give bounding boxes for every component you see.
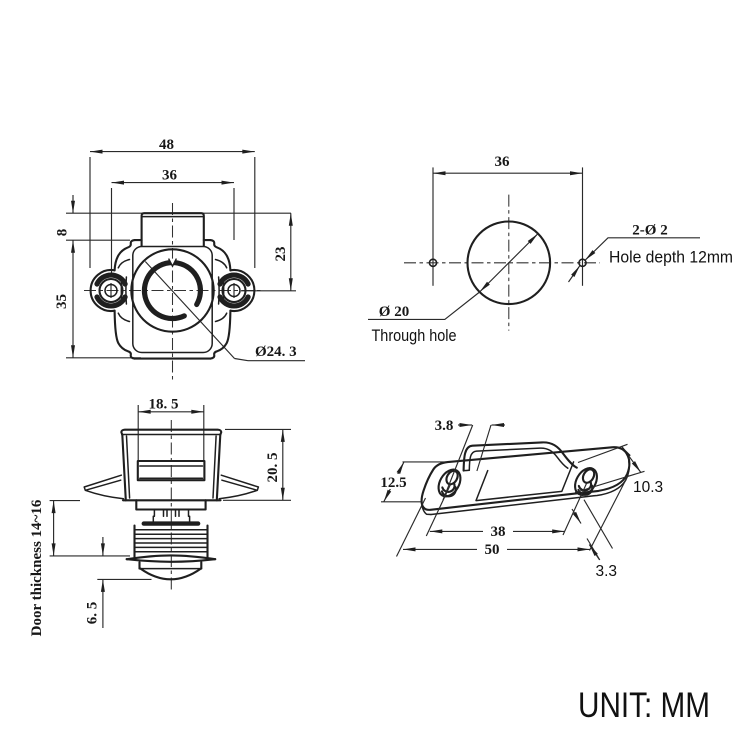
svg-text:20. 5: 20. 5: [265, 453, 281, 483]
svg-text:3.3: 3.3: [596, 563, 618, 580]
svg-text:10.3: 10.3: [633, 479, 663, 496]
svg-text:35: 35: [54, 294, 70, 309]
svg-text:23: 23: [273, 247, 289, 262]
svg-text:18. 5: 18. 5: [149, 397, 179, 413]
svg-text:50: 50: [485, 542, 500, 558]
svg-text:Through hole: Through hole: [372, 327, 457, 345]
svg-text:8: 8: [55, 229, 71, 237]
svg-text:Door thickness 14~16: Door thickness 14~16: [29, 499, 45, 636]
svg-text:3.8: 3.8: [435, 418, 454, 434]
svg-text:48: 48: [159, 137, 174, 153]
svg-text:36: 36: [495, 154, 511, 170]
svg-text:36: 36: [162, 168, 178, 184]
svg-text:12.5: 12.5: [380, 475, 406, 491]
svg-text:UNIT: MM: UNIT: MM: [578, 686, 710, 725]
svg-text:Hole depth 12mm: Hole depth 12mm: [609, 249, 733, 267]
svg-text:6. 5: 6. 5: [85, 602, 101, 625]
svg-text:38: 38: [491, 524, 506, 540]
svg-text:Ø24. 3: Ø24. 3: [255, 344, 297, 360]
svg-text:Ø 20: Ø 20: [379, 304, 409, 320]
svg-text:2-Ø 2: 2-Ø 2: [632, 223, 667, 239]
